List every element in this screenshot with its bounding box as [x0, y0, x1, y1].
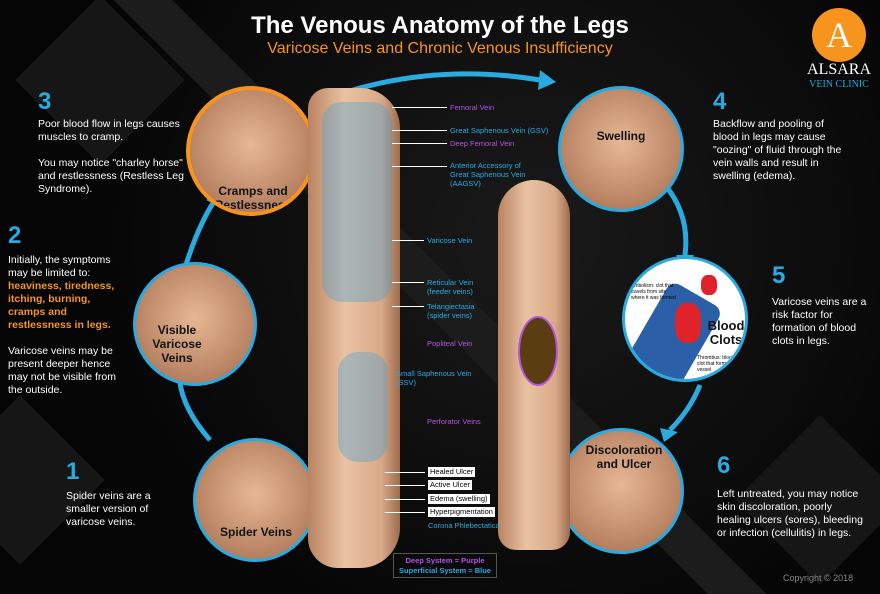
label-popliteal: Popliteal Vein	[427, 339, 473, 348]
label-telangiectasia: Telangiectasia (spider veins)	[427, 302, 475, 320]
label-ssv: Small Saphenous Vein (SSV)	[396, 369, 472, 387]
step-1-text: Spider veins are a smaller version of va…	[66, 490, 151, 528]
page-title: The Venous Anatomy of the Legs	[251, 12, 629, 39]
copyright: Copyright © 2018	[783, 573, 854, 583]
label-healed-ulcer: Healed Ulcer	[428, 467, 476, 477]
label-aagsv: Anterior Accessory of Great Saphenous Ve…	[450, 161, 526, 188]
step-2-text: Initially, the symptoms may be limited t…	[8, 254, 116, 396]
label-varicose-vein: Varicose Vein	[427, 236, 473, 245]
step-6-text: Left untreated, you may notice skin disc…	[717, 488, 863, 539]
label-gsv: Great Saphenous Vein (GSV)	[450, 126, 549, 135]
vein-overlay-thigh	[322, 102, 392, 302]
label-perforator: Perforator Veins	[427, 417, 481, 426]
cramps-circle: Cramps and Restlessness	[186, 86, 316, 216]
label-corona: Corona Phlebectatica	[428, 521, 500, 530]
popliteal-overlay	[518, 316, 558, 386]
leg-anterior-illustration	[308, 88, 400, 568]
step-3-text: Poor blood flow in legs causes muscles t…	[38, 118, 184, 195]
step-5-number: 5	[772, 262, 786, 289]
step-4-text: Backflow and pooling of blood in legs ma…	[713, 118, 842, 182]
varicose-circle: Visible Varicose Veins	[133, 262, 257, 386]
step-5-text: Varicose veins are a risk factor for for…	[772, 296, 867, 347]
label-femoral-vein: Femoral Vein	[450, 103, 495, 112]
page-subtitle: Varicose Veins and Chronic Venous Insuff…	[267, 40, 613, 57]
label-reticular-vein: Reticular Vein (feeder veins)	[427, 278, 474, 296]
step-2-number: 2	[8, 222, 22, 249]
step-6-number: 6	[717, 452, 731, 479]
label-hyperpigmentation: Hyperpigmentation	[428, 507, 495, 517]
clinic-logo: A	[812, 8, 866, 62]
vein-overlay-calf	[338, 352, 388, 462]
step-4-number: 4	[713, 88, 727, 115]
blood-clots-circle: Embolism: clot that travels from site wh…	[622, 256, 748, 382]
step-3-number: 3	[38, 88, 52, 115]
label-edema: Edema (swelling)	[428, 494, 490, 504]
swelling-circle: Swelling	[558, 86, 684, 212]
spider-veins-circle: Spider Veins	[193, 438, 317, 562]
label-deep-femoral: Deep Femoral Vein	[450, 139, 515, 148]
discoloration-circle: Discoloration and Ulcer	[558, 428, 684, 554]
step-1-number: 1	[66, 458, 80, 485]
label-active-ulcer: Active Ulcer	[428, 480, 473, 490]
